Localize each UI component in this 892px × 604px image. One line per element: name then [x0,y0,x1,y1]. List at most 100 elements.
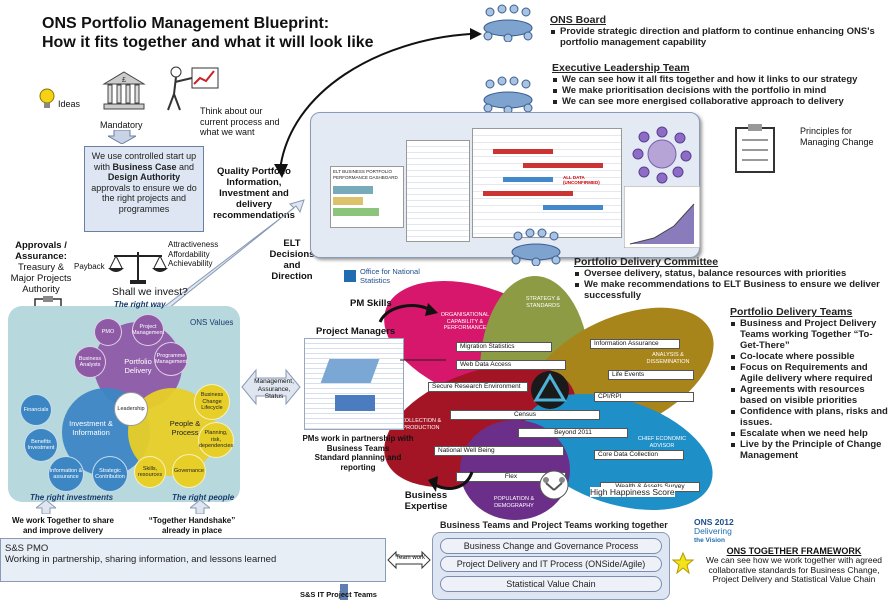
dashboard-bubble-chart [632,126,692,184]
lightbulb-icon [39,88,55,108]
up-arrow-icon-2 [190,500,210,514]
programme-management-circle: Programme Management [154,342,188,376]
governance-circle: Governance [172,454,206,488]
pm-planning-doc [304,338,404,430]
planning-circle: Planning, risk, dependencies [198,422,234,458]
pdt-section: Portfolio Delivery Teams Business and Pr… [730,306,888,461]
pill-business-change: Business Change and Governance Process [440,538,662,554]
investment-label: Investment & Information [69,419,113,437]
project-beyond-2011: Beyond 2011 [518,428,628,438]
together-share-text: We work Together to share and improve de… [12,516,114,535]
project-management-circle: Project Management [132,314,164,346]
thinking-person-icon [167,66,219,111]
elt-decisions-text: ELT Decisions and Direction [269,238,315,282]
think-text: Think about our current process and what… [200,106,280,137]
business-change-circle: Business Change Lifecycle [194,384,230,420]
svg-text:£: £ [122,77,126,84]
curved-arrow [274,28,482,178]
people-label: People & Process [169,419,201,437]
controlled-start-box: We use controlled start up with Business… [84,146,204,232]
pdc-section: Portfolio Delivery Committee Oversee del… [574,256,884,301]
petal-collection-label: COLLECTION & PRODUCTION [400,418,442,431]
happiness-label: High Happiness Score [590,487,675,497]
portfolio-delivery-label: Portfolio Delivery [124,357,152,375]
title-line-1: ONS Portfolio Management Blueprint: [42,15,330,32]
elt-meeting-icon [483,76,533,114]
all-data-label: ALL DATA (UNCONFIRMED) [563,175,600,185]
quality-text: Quality Portfolio Information, Investmen… [213,166,295,221]
project-national-well-being: National Well Being [434,446,564,456]
ideas-label: Ideas [58,99,81,109]
petal-org-label: ORGANISATIONAL CAPABILITY & PERFORMANCE [440,312,490,331]
ons2012-logo: ONS 2012 Delivering the Vision [694,517,734,545]
business-expertise-arrow [428,471,474,492]
connector-arrow [400,359,446,361]
invest-question: Shall we invest? [112,286,188,298]
financials-circle: Financials [20,394,52,426]
it-team-figure [340,584,348,600]
approvals: Approvals / Assurance: Treasury & Major … [10,240,72,295]
board-meeting-icon [483,4,533,42]
project-cpi-rpi: CPI/RPI [594,392,694,402]
dashboard-table [406,140,470,242]
pmo-circle: PMO [94,318,122,346]
right-investments-label: The right investments [30,493,114,502]
project-secure-research: Secure Research Environment [428,382,528,392]
strategic-contribution-circle: Strategic Contribution [92,456,128,492]
page-title: ONS Portfolio Management Blueprint: How … [42,14,382,52]
project-core-data: Core Data Collection [594,450,684,460]
up-arrow-icon [36,500,56,514]
mandatory-label: Mandatory [100,120,143,130]
handshake-text: “Together Handshake” already in place [148,516,236,535]
it-teams-label: S&S IT Project Teams [300,590,377,599]
pill-project-delivery: Project Delivery and IT Process (ONSide/… [440,556,662,572]
scales-icon [108,252,168,284]
petal-strategy-label: STRATEGY & STANDARDS [525,296,561,309]
team-work-label: Team work [396,555,426,561]
leadership-circle: Leadership [114,392,148,426]
double-arrow [151,199,305,321]
ons-logo-icon [344,270,356,282]
petal-chief-label: CHIEF ECONOMIC ADVISOR [637,436,687,449]
information-assurance-circle: Information & assurance [48,456,84,492]
business-analysts-circle: Business Analysts [74,346,106,378]
project-information-assurance: Information Assurance [590,339,680,349]
petal-population-label: POPULATION & DEMOGRAPHY [493,496,535,509]
dashboard-area-chart [624,186,700,248]
petal-analysis-label: ANALYSIS & DISSEMINATION [646,352,690,365]
payback-label: Payback [74,262,105,271]
benefits-circle: Benefits Investment [24,428,58,462]
team-work-arrow [387,550,431,570]
bt-head: Business Teams and Project Teams working… [440,520,668,530]
management-double-arrow [241,368,301,406]
pdc-meeting-icon [511,228,561,266]
pm-skills-arrow [378,303,438,323]
title-line-2: How it fits together and what it will lo… [42,34,374,51]
bank-icon: £ [102,71,146,110]
mas-label: Management, Assurance, Status [254,378,294,400]
skills-circle: Skills, resources [134,456,166,488]
ssp-box: S&S PMO Working in partnership, sharing … [0,538,386,582]
framework-section: ONS TOGETHER FRAMEWORK We can see how we… [705,546,883,584]
project-web-data-access: Web Data Access [456,360,566,370]
project-life-events: Life Events [608,370,694,380]
project-managers-label: Project Managers [316,326,396,337]
pm-partnership: PMs work in partnership with Business Te… [302,434,414,472]
triangle-logo-icon [531,371,569,409]
right-way-label: The right way [114,300,166,309]
elt-section: Executive Leadership Team We can see how… [552,62,882,107]
project-migration: Migration Statistics [456,342,552,352]
right-people-label: The right people [172,493,235,502]
ons-values-label: ONS Values [190,318,234,327]
business-expertise-label: Business Expertise [404,490,448,512]
dashboard-cover: ELT BUSINESS PORTFOLIO PERFORMANCE DASHB… [330,166,404,228]
ons-board-section: ONS Board Provide strategic direction an… [550,14,880,48]
principles-clipboard-icon [735,124,775,173]
project-census: Census [450,410,600,420]
pm-skills-label: PM Skills [350,298,392,309]
ons-logo-text: Office for National Statistics [360,267,420,285]
attractiveness-list: Attractiveness Affordability Achievabili… [168,240,219,268]
star-icon [672,552,694,574]
dashboard-gantt: ALL DATA (UNCONFIRMED) [472,128,622,238]
handshake-icon [539,470,569,500]
